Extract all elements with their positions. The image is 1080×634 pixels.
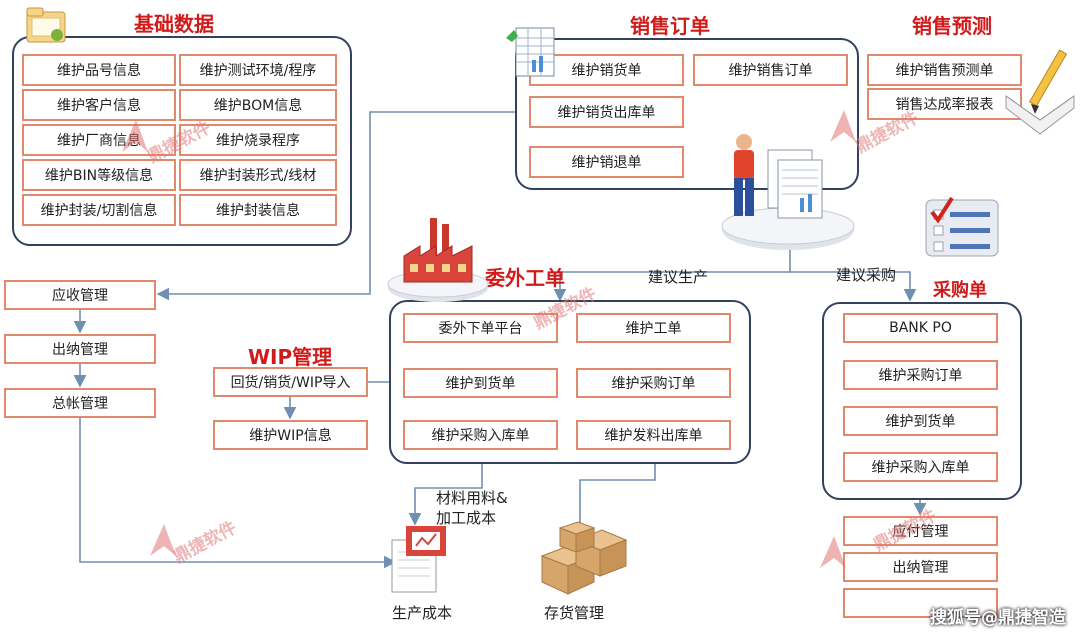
- purchase-bank-po[interactable]: BANK PO: [843, 313, 998, 343]
- sales-order-title: 销售订单: [630, 14, 710, 38]
- basic-data-title: 基础数据: [134, 12, 214, 36]
- wip-title: WIP管理: [248, 345, 333, 369]
- spreadsheet-icon: [506, 27, 555, 77]
- basic-item-customer[interactable]: 维护客户信息: [22, 89, 176, 121]
- sales-item-delivery-out[interactable]: 维护销货出库单: [529, 96, 684, 128]
- checklist-icon: [925, 196, 999, 257]
- cost-report-icon: [391, 526, 446, 593]
- basic-item-burn-program[interactable]: 维护烧录程序: [179, 124, 337, 156]
- forecast-title: 销售预测: [912, 14, 992, 38]
- finance-ledger-right[interactable]: [843, 588, 998, 618]
- production-cost-label: 生产成本: [392, 604, 453, 622]
- basic-item-bin-grade[interactable]: 维护BIN等级信息: [22, 159, 176, 191]
- basic-item-vendor[interactable]: 维护厂商信息: [22, 124, 176, 156]
- purchase-order[interactable]: 维护采购订单: [843, 360, 998, 390]
- watermark-logo-3: [150, 524, 176, 556]
- finance-ledger[interactable]: 总帐管理: [4, 388, 156, 418]
- outsource-platform[interactable]: 委外下单平台: [403, 313, 558, 343]
- inventory-label: 存货管理: [544, 604, 605, 622]
- basic-item-bom[interactable]: 维护BOM信息: [179, 89, 337, 121]
- purchase-in[interactable]: 维护采购入库单: [843, 452, 998, 482]
- wip-import[interactable]: 回货/销货/WIP导入: [213, 367, 368, 397]
- outsource-work-order[interactable]: 维护工单: [576, 313, 731, 343]
- salesperson-icon: [721, 134, 855, 250]
- book-pencil-icon: [1005, 49, 1075, 135]
- sales-item-return[interactable]: 维护销退单: [529, 146, 684, 178]
- sales-item-delivery[interactable]: 维护销货单: [529, 54, 684, 86]
- finance-cashier-right[interactable]: 出纳管理: [843, 552, 998, 582]
- basic-item-package-info[interactable]: 维护封装信息: [179, 194, 337, 226]
- forecast-item-forecast[interactable]: 维护销售预测单: [867, 54, 1022, 86]
- finance-payable[interactable]: 应付管理: [843, 516, 998, 546]
- outsource-arrival[interactable]: 维护到货单: [403, 368, 558, 398]
- finance-receivable[interactable]: 应收管理: [4, 280, 156, 310]
- outsource-material-out[interactable]: 维护发料出库单: [576, 420, 731, 450]
- wip-info[interactable]: 维护WIP信息: [213, 420, 368, 450]
- forecast-item-report[interactable]: 销售达成率报表: [867, 88, 1022, 120]
- outsource-purchase-in[interactable]: 维护采购入库单: [403, 420, 558, 450]
- purchase-arrival[interactable]: 维护到货单: [843, 406, 998, 436]
- material-cost-label: 材料用料& 加工成本: [436, 489, 508, 527]
- basic-item-test-env[interactable]: 维护测试环境/程序: [179, 54, 337, 86]
- finance-cashier-left[interactable]: 出纳管理: [4, 334, 156, 364]
- footer-credit: 搜狐号@鼎捷智造: [930, 608, 1066, 628]
- suggest-production-label: 建议生产: [648, 268, 709, 286]
- purchase-title: 采购单: [933, 280, 987, 301]
- boxes-icon: [540, 521, 628, 595]
- folder-icon: [26, 7, 66, 43]
- watermark-logo-2: [830, 110, 856, 142]
- basic-item-product[interactable]: 维护品号信息: [22, 54, 176, 86]
- suggest-purchase-label: 建议采购: [836, 266, 897, 284]
- sales-item-order[interactable]: 维护销售订单: [693, 54, 848, 86]
- outsource-title: 委外工单: [485, 266, 565, 290]
- factory-icon: [387, 218, 489, 302]
- basic-item-package-cut[interactable]: 维护封装/切割信息: [22, 194, 176, 226]
- watermark-logo-1: [122, 120, 148, 152]
- outsource-purchase-order[interactable]: 维护采购订单: [576, 368, 731, 398]
- basic-item-package-form[interactable]: 维护封装形式/线材: [179, 159, 337, 191]
- watermark-logo-4: [820, 536, 846, 568]
